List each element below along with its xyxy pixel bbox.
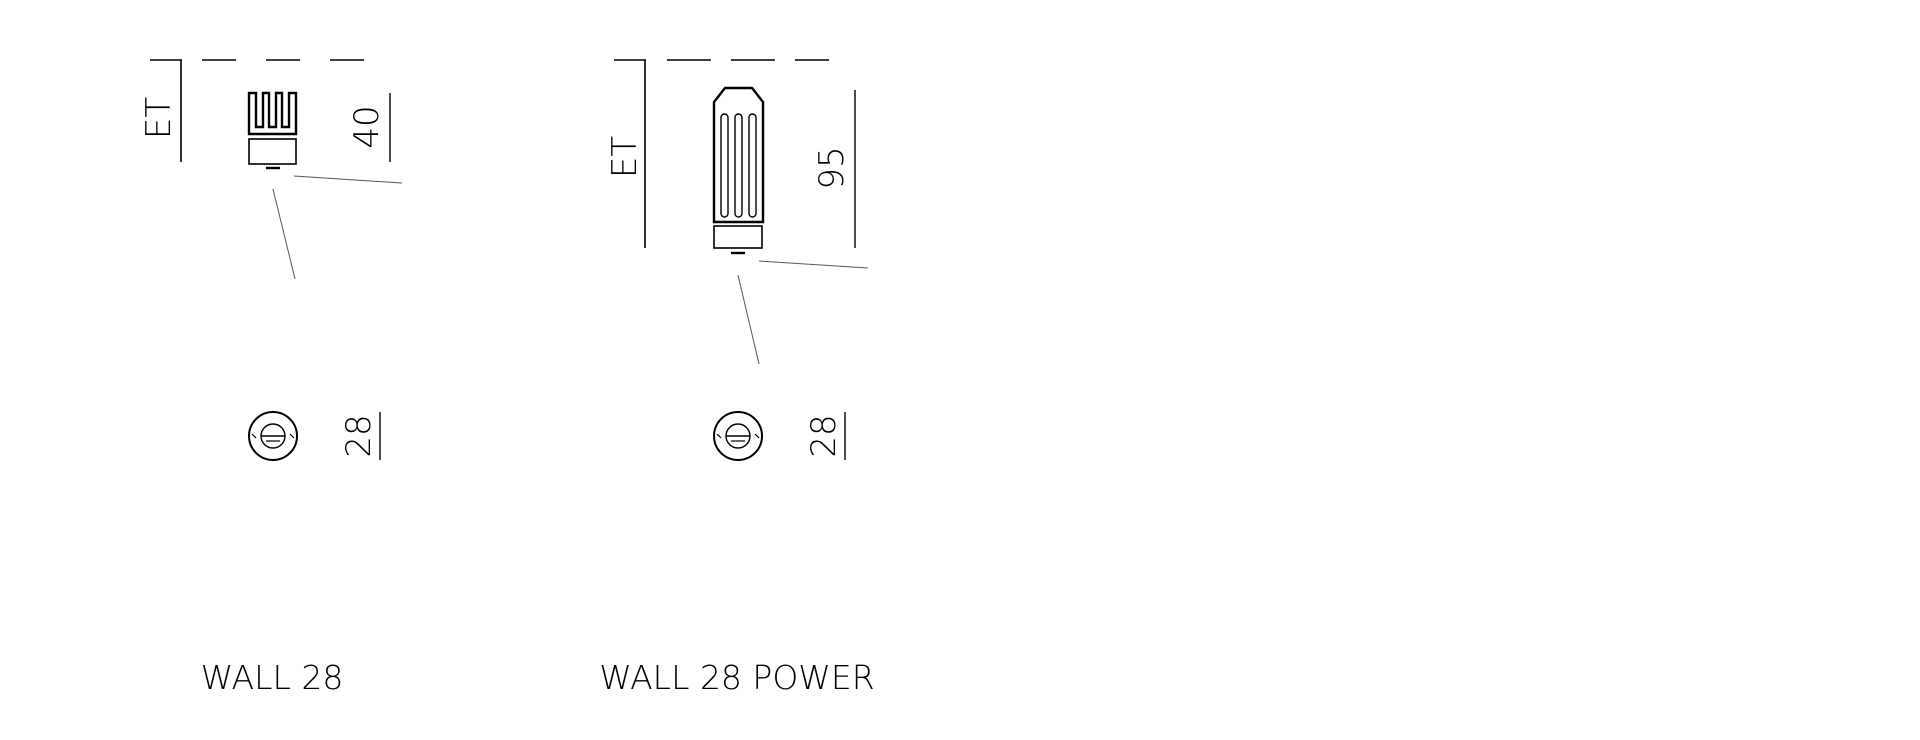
fixture-heatsink-icon xyxy=(247,91,298,170)
front-dimension: 28 xyxy=(804,412,846,460)
et-label: ET xyxy=(139,97,179,139)
wall-outline xyxy=(614,59,829,248)
leader-lines xyxy=(272,175,403,280)
height-dimension: 40 xyxy=(347,93,391,162)
front-dim-value: 28 xyxy=(804,414,844,457)
height-dim-value: 95 xyxy=(812,146,852,189)
front-dim-value: 28 xyxy=(339,414,379,457)
product-caption: WALL 28 xyxy=(201,658,344,697)
product-wall-28: ET 40 xyxy=(139,59,403,697)
side-view-wall-28-power: ET 95 xyxy=(605,59,869,365)
product-caption: WALL 28 POWER xyxy=(599,658,874,697)
front-face-icon xyxy=(248,411,298,461)
product-wall-28-power: ET 95 xyxy=(599,59,875,697)
front-view-wall-28: 28 xyxy=(248,411,381,461)
wall-outline xyxy=(150,59,364,162)
front-dimension: 28 xyxy=(339,412,381,460)
height-dim-value: 40 xyxy=(347,105,387,148)
et-label: ET xyxy=(605,136,645,178)
front-face-icon xyxy=(713,411,763,461)
front-view-wall-28-power: 28 xyxy=(713,411,846,461)
leader-lines xyxy=(737,260,869,365)
side-view-wall-28: ET 40 xyxy=(139,59,403,280)
height-dimension: 95 xyxy=(812,90,856,248)
fixture-power-body-icon xyxy=(712,86,765,255)
